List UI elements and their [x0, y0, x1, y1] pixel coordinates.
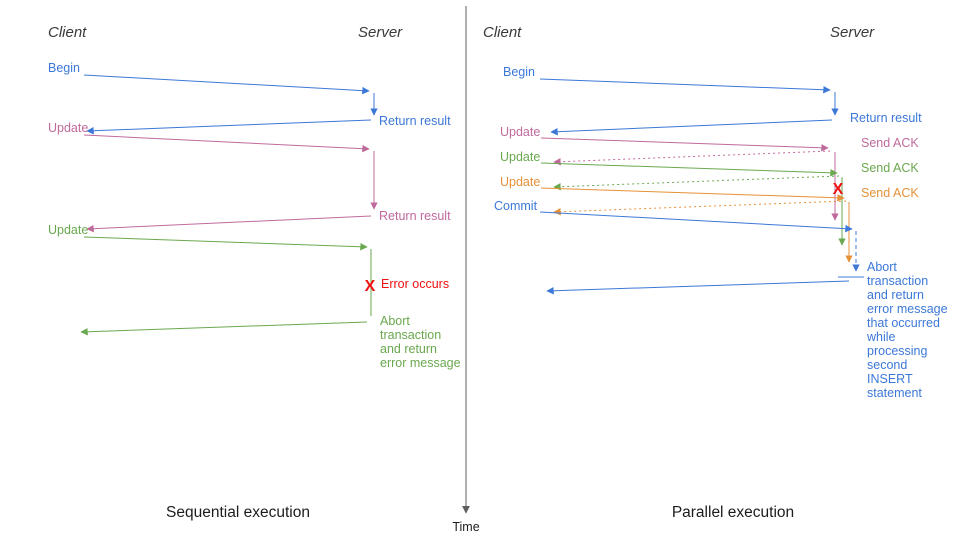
- left-panel-title: Sequential execution: [166, 504, 310, 521]
- right-abort-line: Abort: [867, 260, 897, 274]
- left-panel: Client Server Begin Return result Update…: [48, 24, 461, 521]
- right-begin-label: Begin: [503, 65, 535, 79]
- left-return-arrow-1: [86, 119, 372, 135]
- left-abort-line: error message: [380, 356, 461, 370]
- left-error-occurs-label: Error occurs: [381, 277, 449, 291]
- right-begin-arrow: [539, 78, 831, 94]
- right-panel: Client Server Begin Return result Update…: [483, 24, 948, 521]
- right-abort-line: while: [866, 330, 896, 344]
- right-client-header: Client: [483, 24, 522, 41]
- left-server-header: Server: [358, 24, 403, 41]
- right-abort-line: statement: [867, 386, 922, 400]
- right-abort-line: that occurred: [867, 316, 940, 330]
- right-abort-line: processing: [867, 344, 927, 358]
- right-update1-label: Update: [500, 125, 540, 139]
- right-panel-title: Parallel execution: [672, 504, 794, 521]
- left-update1-label: Update: [48, 121, 88, 135]
- left-abort-message: Abort transaction and return error messa…: [380, 314, 461, 370]
- left-abort-return-arrow: [80, 321, 368, 336]
- right-update3-label: Update: [500, 175, 540, 189]
- right-abort-message: Abort transaction and return error messa…: [866, 260, 948, 400]
- right-abort-line: transaction: [867, 274, 928, 288]
- left-begin-arrow: [83, 74, 370, 95]
- right-ack1-dotted-arrow: [553, 150, 831, 166]
- right-send-ack3-label: Send ACK: [861, 186, 919, 200]
- left-begin-label: Begin: [48, 61, 80, 75]
- left-return-arrow-2: [86, 215, 372, 233]
- right-update1-arrow: [540, 137, 829, 152]
- left-update2-flow: [80, 236, 372, 336]
- left-update2-arrow: [83, 236, 368, 251]
- right-update3-flow: [540, 187, 853, 263]
- left-update1-flow: [83, 134, 378, 233]
- right-commit-arrow: [539, 211, 853, 233]
- right-begin-flow: [539, 78, 839, 136]
- left-error-x-mark: X: [365, 278, 376, 295]
- right-commit-flow: [539, 211, 864, 295]
- right-abort-line: INSERT: [867, 372, 913, 386]
- right-return-result-arrow: [550, 119, 833, 136]
- right-update2-arrow: [540, 162, 838, 177]
- right-abort-return-arrow: [546, 280, 850, 295]
- left-abort-line: transaction: [380, 328, 441, 342]
- time-axis-label: Time: [452, 520, 479, 534]
- right-send-ack2-label: Send ACK: [861, 161, 919, 175]
- time-axis: Time: [452, 6, 480, 534]
- left-update2-label: Update: [48, 223, 88, 237]
- right-return-result-label: Return result: [850, 111, 922, 125]
- right-send-ack1-label: Send ACK: [861, 136, 919, 150]
- left-update1-arrow: [83, 134, 370, 153]
- right-abort-line: error message: [867, 302, 948, 316]
- left-abort-line: Abort: [380, 314, 410, 328]
- left-return-result-1-label: Return result: [379, 114, 451, 128]
- left-begin-flow: [83, 74, 378, 135]
- right-abort-line: and return: [867, 288, 924, 302]
- right-update3-arrow: [540, 187, 845, 202]
- right-update2-flow: [540, 162, 846, 246]
- right-server-header: Server: [830, 24, 875, 41]
- left-abort-line: and return: [380, 342, 437, 356]
- right-abort-line: second: [867, 358, 907, 372]
- right-update2-label: Update: [500, 150, 540, 164]
- right-commit-label: Commit: [494, 199, 538, 213]
- right-ack2-dotted-arrow: [553, 175, 840, 191]
- right-error-x-mark: X: [833, 181, 844, 198]
- right-ack3-dotted-arrow: [553, 200, 847, 216]
- right-update1-flow: [540, 137, 839, 221]
- left-client-header: Client: [48, 24, 87, 41]
- left-return-result-2-label: Return result: [379, 209, 451, 223]
